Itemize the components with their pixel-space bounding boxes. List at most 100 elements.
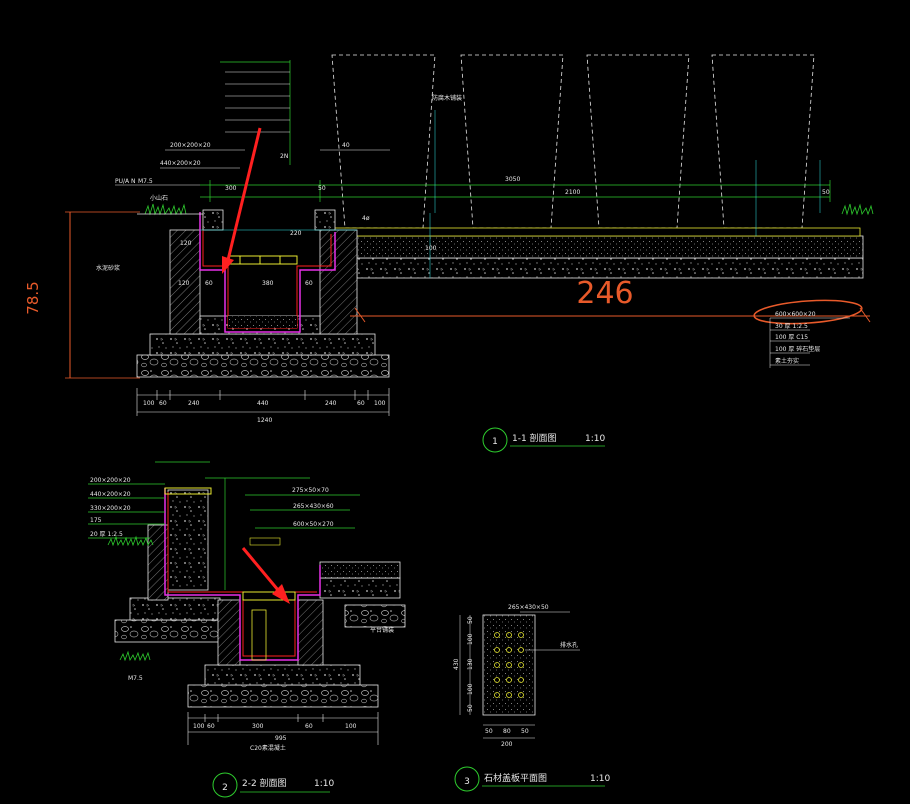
s2-grass: [107, 535, 154, 547]
left-cap: [202, 209, 224, 231]
s2-right-concrete: [319, 577, 401, 599]
section-3-scale: 1:10: [590, 774, 610, 784]
s2-grass-bottom: [119, 650, 151, 662]
s3-width-total: 200: [501, 741, 513, 748]
cover-plate: [482, 614, 536, 716]
s3-left-dim-1: 100: [467, 633, 474, 645]
section-1-number: 1: [492, 437, 498, 447]
dim-bot-3: 440: [257, 400, 269, 407]
s2-callout-left-1: 440×200×20: [90, 491, 131, 498]
dim-bot-4: 240: [325, 400, 337, 407]
dimension-horizontal: 246: [576, 276, 633, 311]
label-left-7: 60: [305, 280, 313, 287]
label-left-3: 水泥砂浆: [96, 264, 120, 272]
section-1-labels: 300 50 3050 2100 50 100 60 240 440 240 6…: [96, 94, 830, 453]
s2-bottom-left: M7.5: [128, 675, 143, 682]
section-3-number-circle: [454, 766, 480, 792]
s2-base-concrete: [204, 664, 361, 686]
dim-bot-total: 1240: [257, 417, 272, 424]
s2-left-gravel: [114, 619, 226, 643]
s2-orange-label-box: [249, 537, 281, 546]
highlight-ellipse: [753, 299, 863, 325]
s3-top-label: 265×430×50: [508, 604, 549, 611]
s3-left-dim-3: 100: [467, 683, 474, 695]
s2-bottom-label: C20素混凝土: [250, 744, 286, 752]
s2-raised-block: [167, 489, 209, 591]
section-3-number: 3: [464, 777, 470, 787]
s2-pipe: [251, 609, 267, 661]
left-wall: [169, 229, 201, 335]
dim-bot-5: 60: [357, 400, 365, 407]
section-1-title: 1-1 剖面图: [512, 432, 557, 444]
s2-drain-cover: [242, 591, 296, 601]
inner-dim-4: 100: [425, 245, 437, 252]
section-2-labels: 200×200×20 440×200×20 330×200×20 175 20 …: [90, 477, 394, 798]
dim-bot-2: 240: [188, 400, 200, 407]
callout-top-1: 440×200×20: [160, 160, 201, 167]
s2-waterproof: [164, 488, 321, 661]
dim-top-2100: 2100: [565, 189, 580, 196]
label-left-2: 小山石: [150, 194, 168, 202]
dim-top-50: 50: [318, 185, 326, 192]
section-1-number-circle: [482, 427, 508, 453]
s2-callout-top-0: 275×50×70: [292, 487, 329, 494]
label-left-4: 120: [178, 280, 190, 287]
dimension-vertical: 78.5: [24, 281, 42, 314]
s2-top-slab: [319, 561, 401, 579]
s2-mid-wall-r: [297, 599, 324, 666]
s2-dim-0: 100: [193, 723, 205, 730]
dim-bot-6: 100: [374, 400, 386, 407]
planter-outlines: [331, 54, 815, 229]
callout-right-1: 30 厚 1:2.5: [775, 323, 808, 330]
s3-side-label: 排水孔: [560, 641, 578, 649]
s3-left-dim-2: 130: [467, 658, 474, 670]
callout-right-4: 素土夯实: [775, 357, 799, 365]
inner-dim-2: 220: [290, 230, 302, 237]
callout-right-0: 600×600×20: [775, 311, 816, 318]
section-3-labels: 265×430×50 排水孔 50 100 130 100 50 430 50 …: [453, 604, 610, 792]
label-left-5: 60: [205, 280, 213, 287]
s3-bot-dim-0: 50: [485, 728, 493, 735]
base-gravel-wide: [136, 354, 390, 378]
s2-right-label: 平台铺装: [370, 626, 394, 634]
s2-base-gravel: [187, 684, 379, 708]
s2-left-concrete: [129, 597, 221, 621]
dim-bot-1: 60: [159, 400, 167, 407]
s2-dim-3: 60: [305, 723, 313, 730]
right-wall: [319, 229, 358, 335]
callout-right-2: 100 厚 C15: [775, 334, 808, 341]
label-left-6: 380: [262, 280, 274, 287]
section-1-drawing: 78.5 246: [24, 54, 874, 416]
right-cap: [314, 209, 336, 231]
s2-right-gravel: [344, 604, 406, 628]
grass-left: [144, 203, 187, 216]
s2-callout-left-2: 330×200×20: [90, 505, 131, 512]
section-2-number: 2: [222, 783, 228, 793]
section-3-drawing: [459, 611, 580, 739]
s2-dim-1: 60: [207, 723, 215, 730]
callout-top-4: 2N: [280, 153, 288, 160]
dim-top-3050: 3050: [505, 176, 520, 183]
section-3-title: 石材盖板平面图: [484, 772, 547, 784]
grass-right: [841, 203, 874, 216]
red-arrow-1: [222, 127, 262, 274]
s3-height-total: 430: [453, 658, 460, 670]
callout-right-3: 100 厚 碎石垫层: [775, 345, 820, 353]
section-1-scale: 1:10: [585, 434, 605, 444]
dim-top-300: 300: [225, 185, 237, 192]
drain-cover: [227, 255, 298, 265]
right-gravel: [356, 257, 864, 279]
section-2-drawing: [88, 461, 406, 745]
s2-dim-4: 100: [345, 723, 357, 730]
base-concrete: [149, 333, 376, 356]
s2-dim-total: 995: [275, 735, 287, 742]
callout-top-3: 4ø: [362, 215, 370, 222]
channel-gravel: [228, 316, 297, 328]
s2-callout-top-2: 600×50×270: [293, 521, 334, 528]
s2-callout-left-4: 20 厚 1:2.5: [90, 531, 123, 538]
s3-bot-dim-2: 50: [521, 728, 529, 735]
label-left-1: M7.5: [138, 178, 153, 185]
dim-top-50b: 50: [822, 189, 830, 196]
s3-left-dim-0: 50: [467, 616, 474, 624]
